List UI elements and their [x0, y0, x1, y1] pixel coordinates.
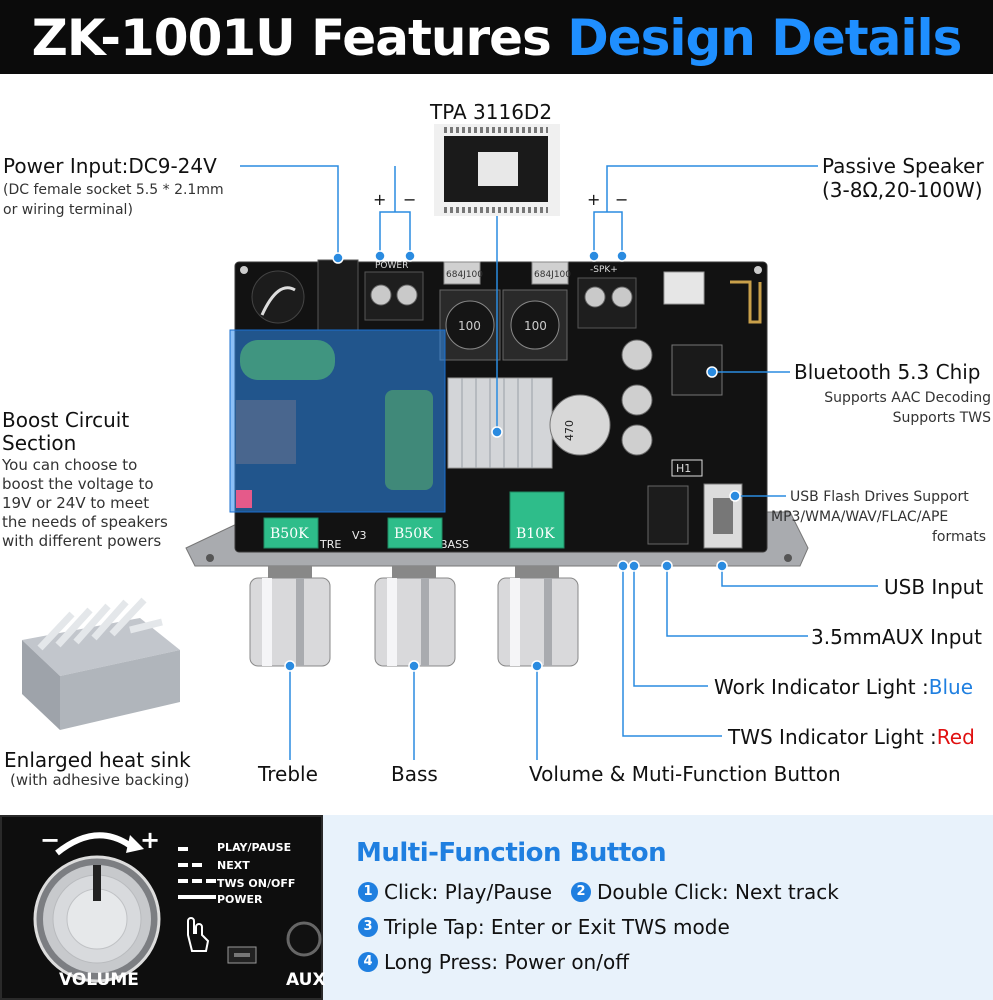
board-heatsink: [447, 377, 553, 469]
bluetooth-line2: Supports TWS: [892, 410, 991, 426]
heatsink-sub: (with adhesive backing): [10, 771, 190, 789]
pot-treble: [263, 517, 319, 549]
capacitor-470: [549, 394, 611, 456]
svg-text:B50K: B50K: [270, 526, 309, 542]
tws-light-color: Red: [936, 725, 975, 749]
capacitor-small: [621, 339, 653, 371]
work-light-label: Work Indicator Light :Blue: [714, 675, 974, 699]
panel-hole-right: [784, 554, 792, 562]
usb-input-label: USB Input: [884, 575, 984, 599]
dc-jack: [317, 259, 359, 331]
legend-play-pause: PLAY/PAUSE: [217, 841, 292, 854]
svg-text:100: 100: [458, 319, 481, 333]
knob-plus: +: [140, 826, 161, 854]
mount-hole: [754, 266, 762, 274]
power-input-detail1: (DC female socket 5.5 * 2.1mm: [3, 182, 224, 198]
svg-text:684J100: 684J100: [446, 270, 483, 280]
mount-hole: [240, 266, 248, 274]
speaker-minus: −: [615, 190, 629, 209]
aux-print: AUX: [286, 970, 326, 990]
page-title: ZK-1001U Features Design Details: [0, 6, 993, 70]
capacitor-small: [621, 384, 653, 416]
num-badge-2: 2: [571, 882, 591, 902]
small-component: [663, 271, 705, 305]
svg-text:BASS: BASS: [440, 538, 469, 551]
aux-input-label: 3.5mmAUX Input: [811, 625, 982, 649]
knob-treble: [249, 566, 331, 667]
capacitor-small: [621, 424, 653, 456]
svg-text:684J100: 684J100: [534, 270, 571, 280]
svg-text:TRE: TRE: [319, 538, 341, 551]
volume-print: VOLUME: [59, 970, 139, 990]
aux-jack: [647, 485, 689, 545]
power-input-detail2: or wiring terminal): [3, 202, 133, 218]
usb-flash-l3: formats: [932, 529, 987, 545]
boost-l3: 19V or 24V to meet: [2, 494, 150, 512]
title-part1: ZK-1001U Features: [31, 9, 552, 67]
pot-bass: [387, 517, 443, 549]
power-input-title: Power Input:DC9-24V: [3, 154, 217, 178]
svg-text:100: 100: [524, 319, 547, 333]
power-plus: +: [373, 190, 387, 209]
treble-label: Treble: [258, 762, 318, 786]
boost-title2: Section: [2, 431, 77, 455]
tws-light-label: TWS Indicator Light :Red: [728, 725, 975, 749]
knob-bass: [374, 566, 456, 667]
svg-text:POWER: POWER: [375, 261, 408, 271]
bass-label: Bass: [391, 762, 438, 786]
svg-text:B10K: B10K: [516, 526, 555, 542]
speaker-detail: (3-8Ω,20-100W): [822, 178, 983, 202]
svg-text:B50K: B50K: [394, 526, 433, 542]
cap-684-1: [443, 261, 481, 285]
boost-l2: boost the voltage to: [2, 475, 154, 493]
knob-minus: −: [40, 826, 61, 854]
knob-volume: [497, 566, 579, 667]
chip-label: TPA 3116D2: [430, 100, 553, 124]
heatsink-title: Enlarged heat sink: [4, 748, 191, 772]
boost-l5: with different powers: [2, 532, 162, 550]
boost-title1: Boost Circuit: [2, 408, 130, 432]
multi-function-title: Multi-Function Button: [356, 838, 667, 868]
svg-text:470: 470: [563, 420, 576, 441]
callout-dots: [284, 250, 741, 672]
usb-flash-l2: MP3/WMA/WAV/FLAC/APE: [771, 509, 949, 525]
title-part2: Design Details: [567, 9, 962, 67]
tpa-chip-image: [434, 124, 560, 216]
callout-lines: [240, 165, 878, 760]
svg-text:-SPK+: -SPK+: [590, 265, 618, 275]
front-panel-closeup: − + PLAY/PAUSE NEXT TWS ON/OFF POWER VOL…: [0, 815, 326, 1000]
legend-next: NEXT: [217, 859, 250, 872]
speaker-title: Passive Speaker: [822, 154, 984, 178]
legend-tws: TWS ON/OFF: [217, 877, 296, 890]
num-badge-3: 3: [358, 917, 378, 937]
volume-label: Volume & Muti-Function Button: [529, 762, 841, 786]
usb-flash-l1: USB Flash Drives Support: [790, 489, 969, 505]
bluetooth-title: Bluetooth 5.3 Chip: [794, 360, 981, 384]
speaker-plus: +: [587, 190, 601, 209]
product-diagram: 100 100 684J100 684J100 470 H1 POWER -SP…: [22, 124, 878, 760]
svg-text:V3: V3: [352, 529, 367, 542]
boost-l1: You can choose to: [2, 456, 138, 474]
power-minus: −: [403, 190, 417, 209]
legend-power: POWER: [217, 893, 263, 906]
boost-l4: the needs of speakers: [2, 513, 168, 531]
header-banner: ZK-1001U Features Design Details: [0, 0, 993, 74]
pot-volume: [509, 491, 565, 549]
volume-knob-illustration: [33, 832, 322, 983]
antenna: [730, 280, 762, 324]
round-component: [251, 270, 305, 324]
num-badge-1: 1: [358, 882, 378, 902]
work-light-color: Blue: [928, 675, 974, 699]
cap-684-2: [531, 261, 569, 285]
svg-text:H1: H1: [676, 462, 691, 475]
panel-hole-left: [206, 554, 214, 562]
loose-heatsink: [22, 597, 180, 730]
num-badge-4: 4: [358, 952, 378, 972]
bluetooth-line1: Supports AAC Decoding: [824, 390, 991, 406]
